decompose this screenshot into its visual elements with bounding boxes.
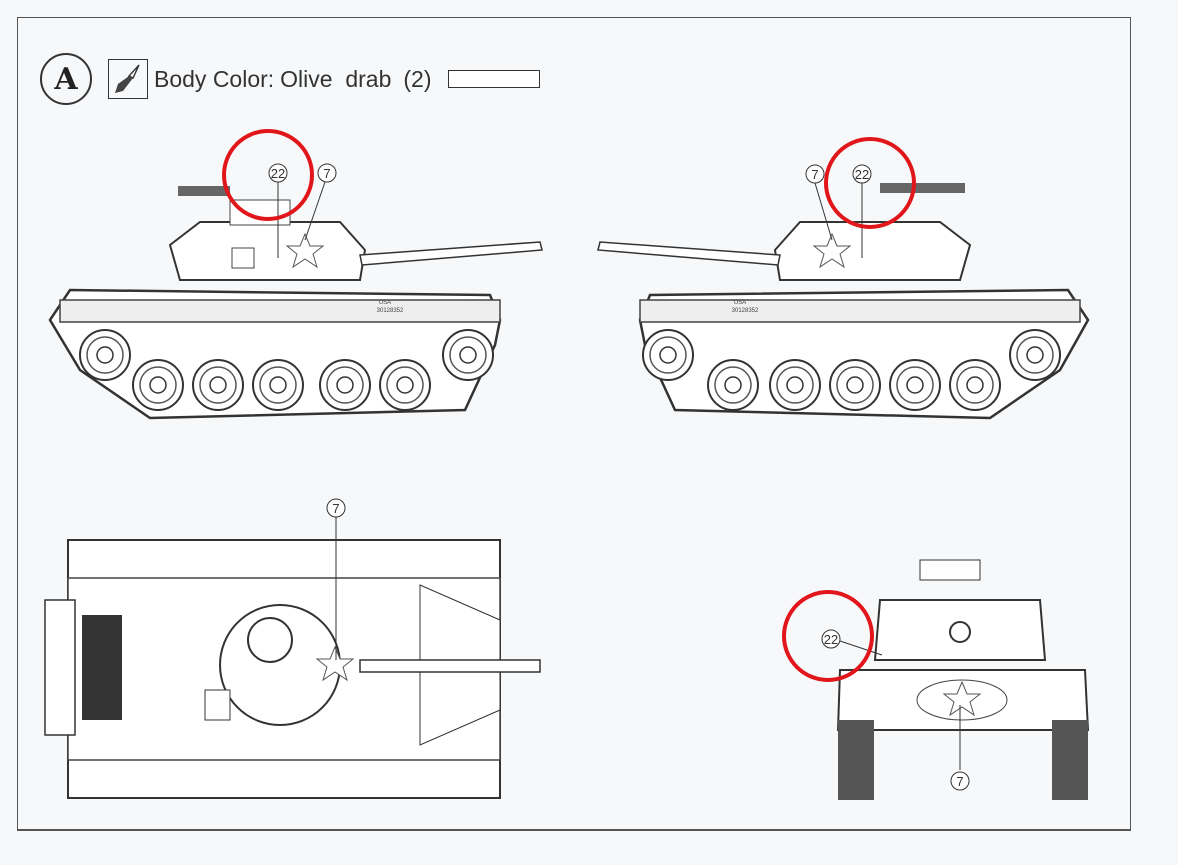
body-color-label: Body Color: (154, 65, 275, 92)
color-swatch (447, 70, 540, 88)
hull-country: USA (734, 300, 746, 306)
page-frame (17, 17, 1131, 830)
callout-22: 22 (271, 166, 285, 181)
highlight-circle (824, 137, 916, 229)
paint-brush-icon (108, 59, 148, 99)
top-view: 7 (44, 498, 541, 799)
callout-22: 22 (824, 632, 838, 647)
highlight-circle (782, 590, 874, 682)
color-code: (2) (403, 65, 432, 92)
hull-country: USA (379, 300, 391, 306)
highlight-circle (222, 129, 314, 221)
callout-22: 22 (855, 167, 869, 182)
divider (17, 829, 1131, 831)
callout-7: 7 (956, 774, 963, 789)
callout-7: 7 (323, 166, 330, 181)
paint-instruction-header: A Body Color: Olive drab (2) (40, 53, 540, 105)
hull-number: 30128352 (377, 308, 404, 314)
hull-number: 30128352 (732, 308, 759, 314)
callout-7: 7 (811, 167, 818, 182)
right-side-view: USA 30128352 22 7 (597, 137, 1090, 420)
left-side-view: USA 30128352 22 7 (48, 129, 543, 420)
front-view: 7 22 (782, 559, 1090, 800)
step-badge: A (40, 53, 92, 105)
callout-7: 7 (332, 501, 339, 516)
color-name: Olive drab (280, 65, 392, 92)
